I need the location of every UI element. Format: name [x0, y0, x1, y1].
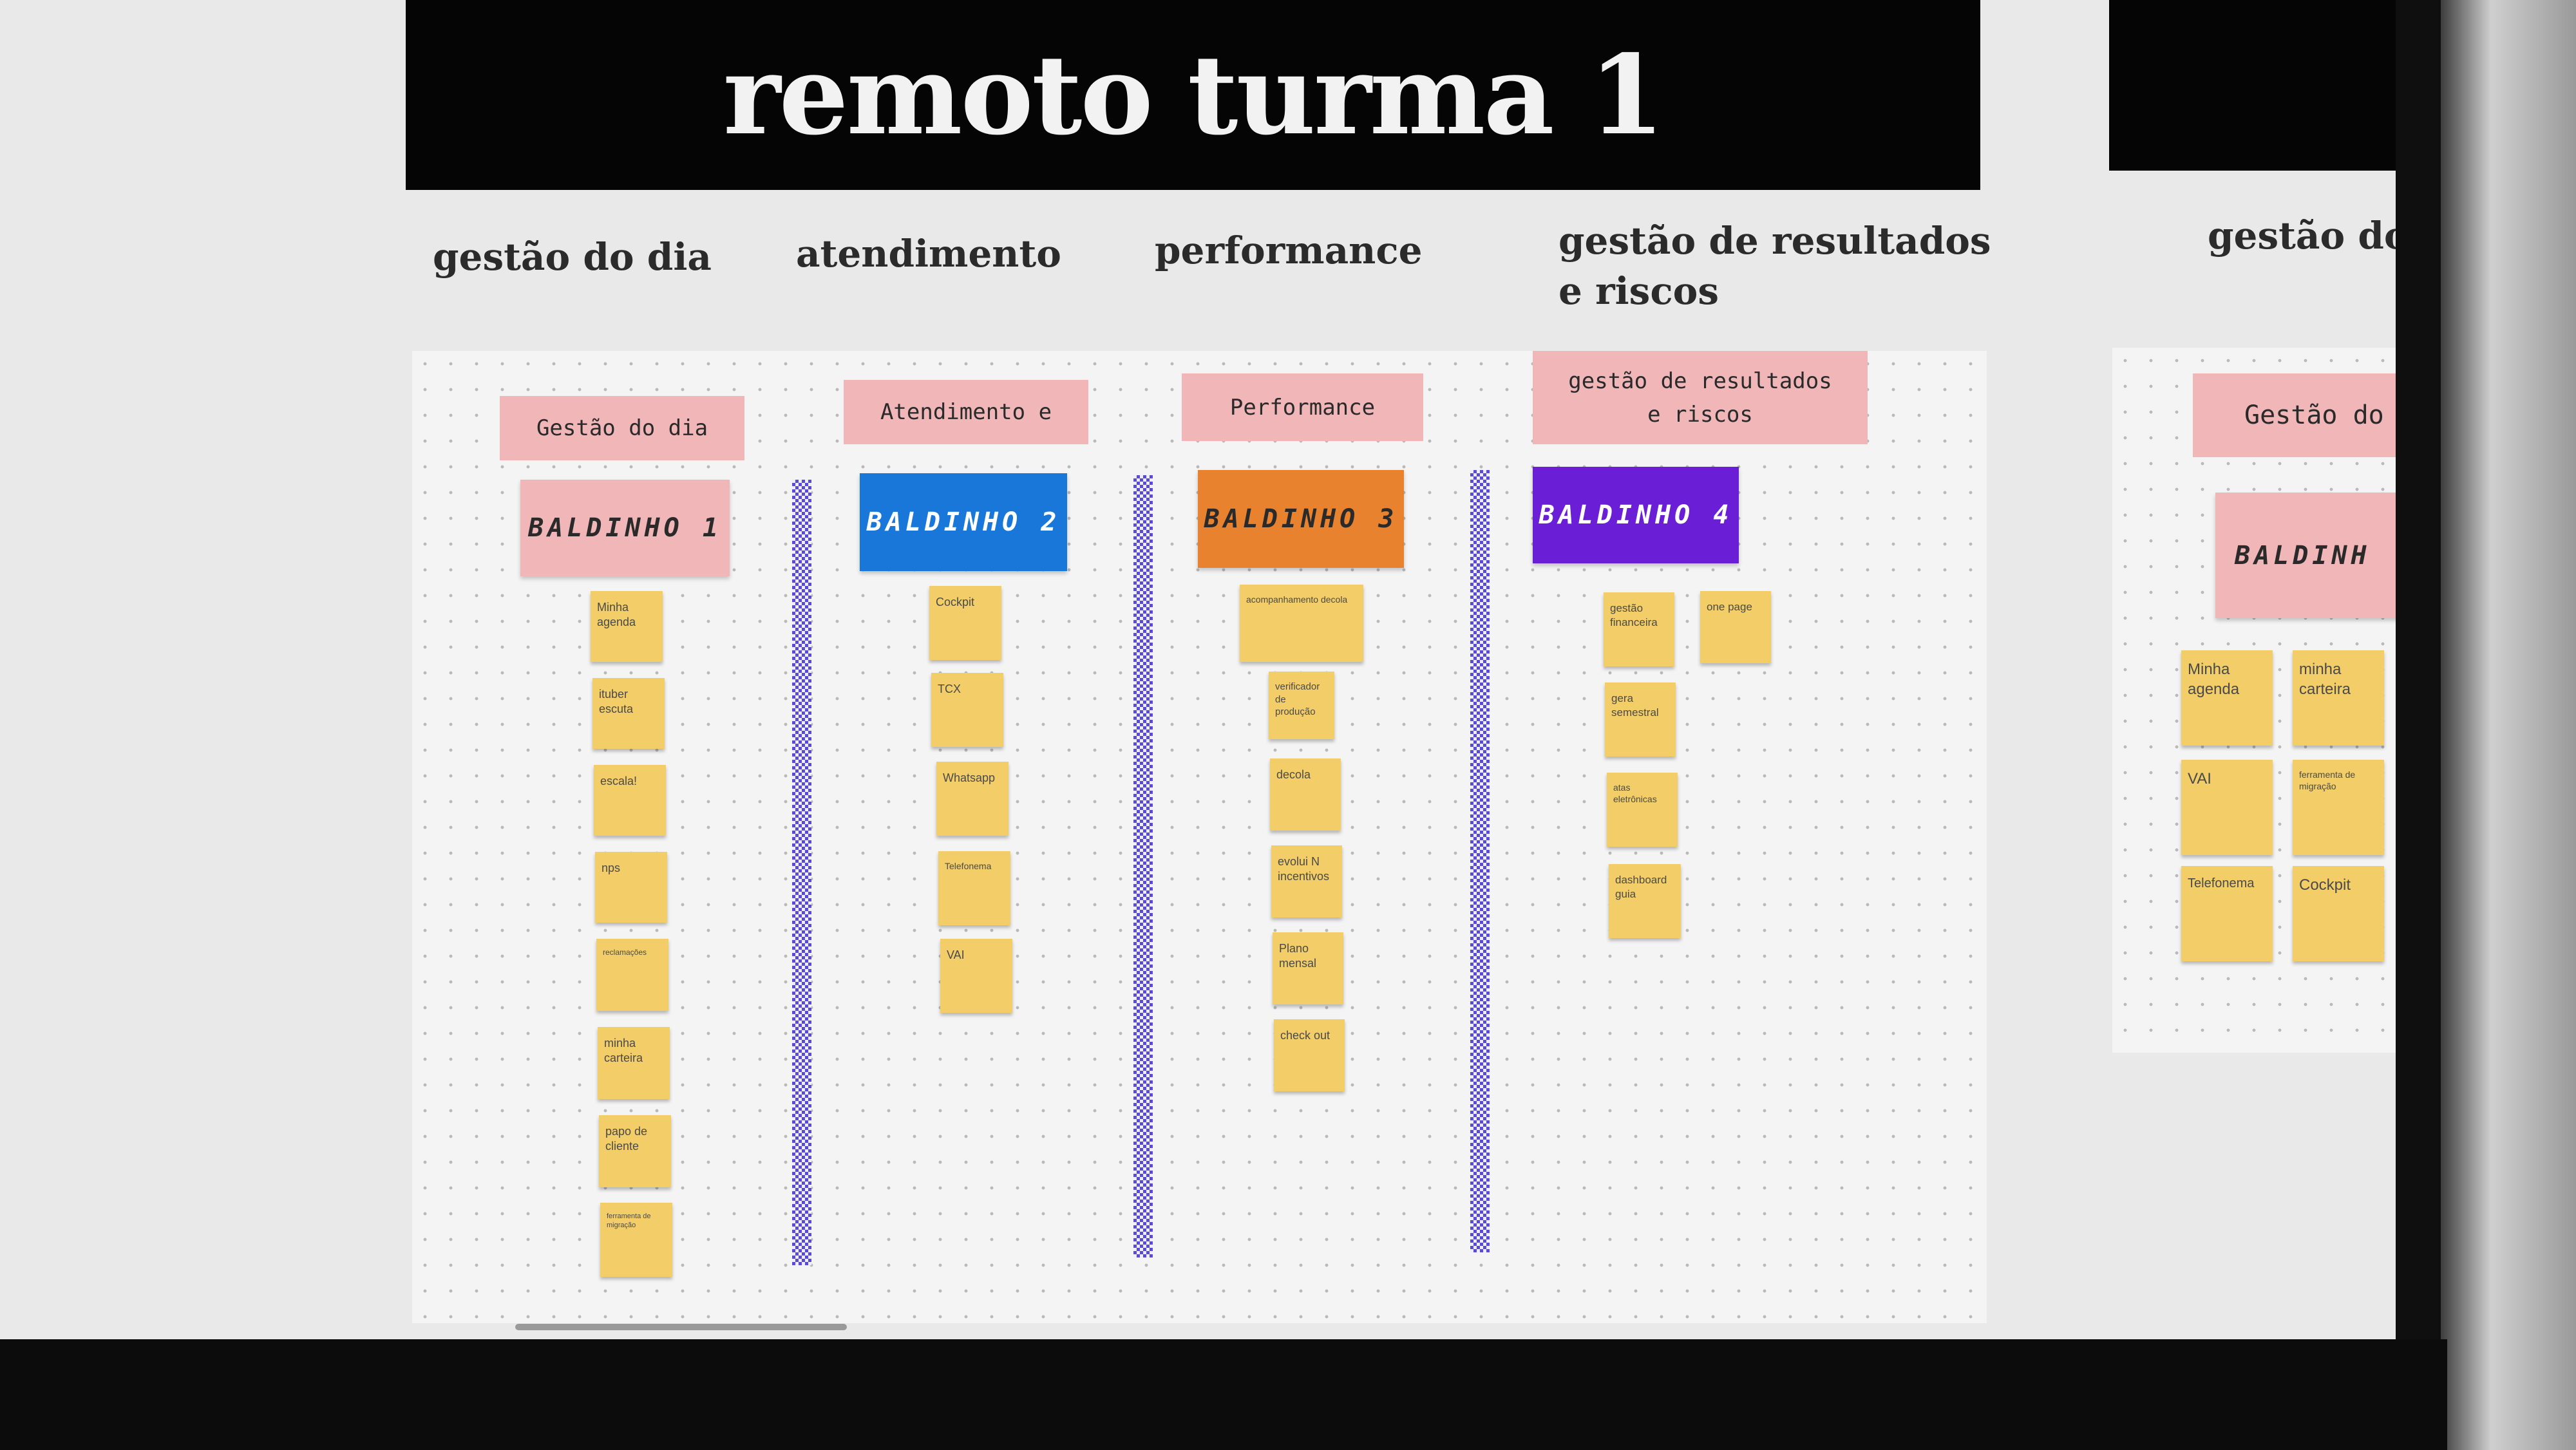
sticky-note[interactable]: ferramenta de migração — [600, 1203, 672, 1277]
label-performance[interactable]: Performance — [1182, 373, 1423, 441]
label-gestao-do-dia[interactable]: Gestão do dia — [500, 396, 744, 460]
sticky-note[interactable]: gera semestral — [1605, 683, 1676, 757]
sticky-note[interactable]: evolui N incentivos — [1271, 845, 1342, 918]
sticky-note[interactable]: escala! — [594, 765, 666, 836]
column-divider — [1470, 470, 1490, 1252]
sticky-note[interactable]: Telefonema — [938, 851, 1010, 925]
sticky-note[interactable]: Whatsapp — [936, 762, 1009, 836]
sticky-note[interactable]: ituber escuta — [592, 678, 665, 749]
sticky-note[interactable]: VAI — [940, 939, 1012, 1013]
sticky-note[interactable]: gestão financeira — [1604, 592, 1674, 666]
sticky-note[interactable]: papo de cliente — [599, 1115, 671, 1187]
sticky-note[interactable]: acompanhamento decola — [1240, 585, 1363, 662]
sticky-note[interactable]: decola — [1270, 758, 1341, 831]
sticky-note[interactable]: one page — [1700, 591, 1771, 663]
next-board-title-bar — [2109, 0, 2402, 171]
sticky-note[interactable]: atas eletrônicas — [1607, 773, 1678, 847]
board-title-bar: remoto turma 1 — [406, 0, 1980, 190]
screen: remoto turma 1 gestão do dia atendimento… — [0, 0, 2402, 1352]
sticky-note[interactable]: Minha agenda — [591, 591, 663, 662]
column-divider — [1133, 475, 1153, 1257]
sticky-note[interactable]: minha carteira — [598, 1027, 670, 1099]
sticky-note[interactable]: check out — [1274, 1019, 1345, 1091]
sticky-note[interactable]: nps — [595, 852, 667, 923]
heading-gestao-resultados: gestão de resultados e riscos — [1558, 219, 1991, 313]
sticky-note[interactable]: ferramenta de migração — [2293, 760, 2384, 855]
sticky-note[interactable]: Cockpit — [2293, 866, 2384, 961]
heading-performance: performance — [1155, 229, 1423, 272]
column-divider — [792, 480, 811, 1265]
heading-gestao-do-dia: gestão do dia — [433, 235, 712, 279]
heading-atendimento: atendimento — [796, 232, 1061, 276]
sticky-note[interactable]: minha carteira — [2293, 650, 2384, 746]
monitor-bezel-bottom — [0, 1339, 2447, 1450]
sticky-note[interactable]: reclamações — [596, 939, 668, 1011]
bucket-1[interactable]: BALDINHO 1 — [520, 480, 730, 576]
sticky-note[interactable]: verificador de produção — [1269, 672, 1334, 739]
bucket-4[interactable]: BALDINHO 4 — [1533, 467, 1739, 563]
label-gestao-resultados[interactable]: gestão de resultados e riscos — [1533, 351, 1868, 444]
sticky-note[interactable]: TCX — [931, 673, 1003, 747]
monitor-bezel-right — [2396, 0, 2441, 1352]
background-right — [2434, 0, 2576, 1450]
label-gestao-do-next[interactable]: Gestão do — [2193, 373, 2402, 457]
sticky-note[interactable]: Telefonema — [2181, 866, 2273, 961]
sticky-note[interactable]: Plano mensal — [1273, 932, 1343, 1004]
sticky-note[interactable]: Minha agenda — [2181, 650, 2273, 746]
bucket-3[interactable]: BALDINHO 3 — [1198, 470, 1404, 568]
horizontal-scrollbar[interactable] — [515, 1324, 847, 1330]
label-atendimento[interactable]: Atendimento e — [844, 380, 1088, 444]
board-title: remoto turma 1 — [723, 30, 1665, 160]
sticky-note[interactable]: Cockpit — [929, 586, 1001, 660]
sticky-note[interactable]: VAI — [2181, 760, 2273, 855]
bucket-2[interactable]: BALDINHO 2 — [860, 473, 1067, 571]
heading-gestao-do: gestão do — [2208, 214, 2402, 258]
bucket-next[interactable]: BALDINH — [2215, 493, 2402, 618]
sticky-note[interactable]: dashboard guia — [1609, 864, 1681, 938]
